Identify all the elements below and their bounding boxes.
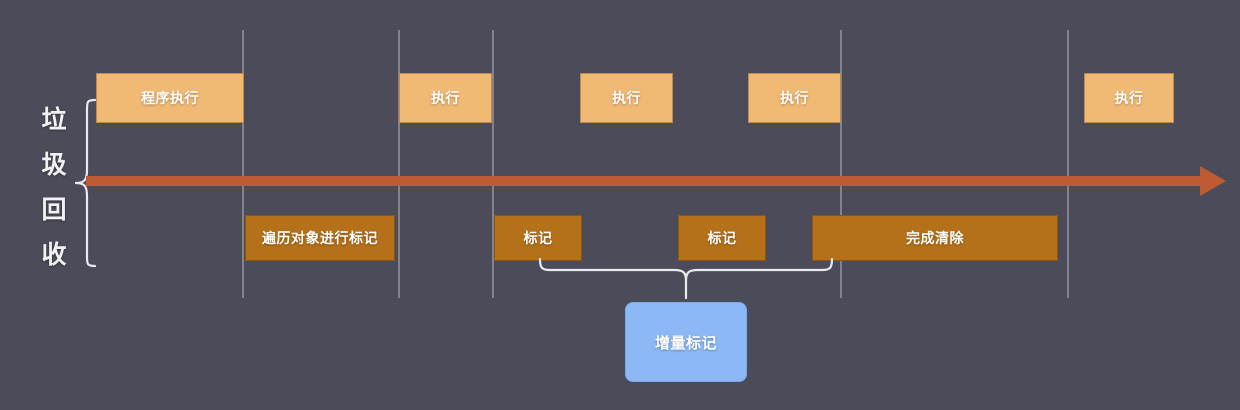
execution-box[interactable]: 执行 — [399, 73, 492, 123]
phase-divider-4 — [840, 30, 842, 298]
phase-divider-2 — [398, 30, 400, 298]
sweep-box-label: 完成清除 — [906, 230, 964, 246]
marking-box-label: 遍历对象进行标记 — [262, 230, 378, 246]
left-curly-brace-icon — [74, 98, 96, 268]
execution-box[interactable]: 执行 — [748, 73, 841, 123]
page-title-char-3: 回 — [41, 196, 67, 224]
page-title-char-4: 收 — [41, 241, 67, 269]
timeline-arrow-icon — [86, 166, 1226, 196]
marking-box[interactable]: 遍历对象进行标记 — [245, 215, 395, 261]
execution-box-label: 执行 — [1114, 90, 1144, 106]
marking-box-label: 标记 — [707, 230, 737, 246]
execution-box-label: 执行 — [780, 90, 809, 106]
page-title-char-2: 圾 — [41, 151, 67, 179]
execution-box-label: 执行 — [612, 90, 641, 106]
execution-box-label: 程序执行 — [141, 90, 199, 106]
bottom-curly-brace-icon — [538, 258, 834, 300]
phase-divider-5 — [1067, 30, 1069, 298]
execution-box[interactable]: 执行 — [1084, 73, 1174, 123]
marking-box[interactable]: 标记 — [678, 215, 766, 261]
page-title-char-1: 垃 — [41, 106, 67, 134]
execution-box[interactable]: 程序执行 — [96, 73, 244, 123]
marking-box[interactable]: 标记 — [494, 215, 582, 261]
execution-box[interactable]: 执行 — [580, 73, 673, 123]
incremental-marking-label: 增量标记 — [654, 334, 717, 352]
incremental-marking-box[interactable]: 增量标记 — [625, 302, 747, 382]
sweep-box[interactable]: 完成清除 — [812, 215, 1058, 261]
phase-divider-1 — [242, 30, 244, 298]
execution-box-label: 执行 — [431, 90, 460, 106]
page-title: 垃 圾 回 收 — [34, 108, 74, 268]
phase-divider-3 — [492, 30, 494, 298]
marking-box-label: 标记 — [523, 230, 553, 246]
